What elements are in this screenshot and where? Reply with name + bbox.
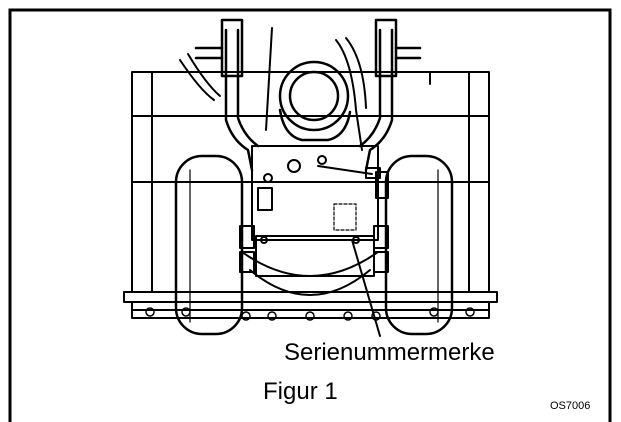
callout-leader-line [351, 239, 381, 337]
side-bracket-right [373, 171, 389, 273]
left-handle [194, 18, 260, 172]
discharge-chute [278, 60, 352, 142]
right-wheel [384, 154, 454, 336]
serial-plate-outline [333, 203, 357, 231]
auger-drum [249, 269, 371, 296]
serial-number-label: Serienummermerke [284, 339, 495, 366]
shift-lever [317, 155, 381, 179]
right-handle [358, 18, 422, 172]
auger-housing [123, 71, 498, 319]
figure-caption: Figur 1 [263, 378, 338, 405]
figure-code: OS7006 [550, 400, 591, 412]
control-cables [179, 27, 431, 151]
snowblower-drawing [123, 18, 498, 337]
frame-border [8, 8, 612, 422]
side-bracket-left [239, 187, 273, 273]
left-wheel [174, 154, 244, 336]
